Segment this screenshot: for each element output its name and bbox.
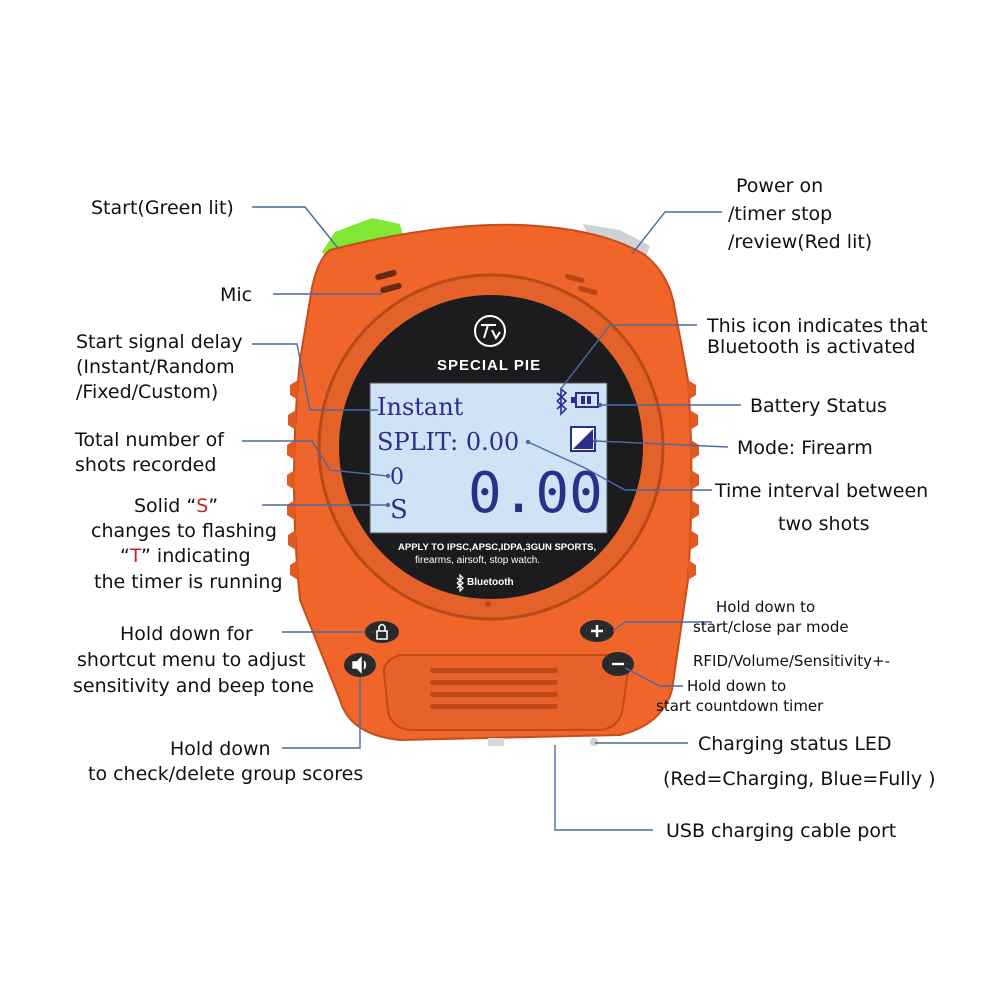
label-par-2: start/close par mode bbox=[693, 618, 849, 636]
label-solid-line-3: “T” indicating bbox=[120, 544, 251, 568]
label-flash-t: T bbox=[129, 545, 142, 567]
label-shots-2: shots recorded bbox=[75, 454, 217, 476]
label-flash-pre: “ bbox=[120, 545, 130, 567]
label-charging-2: (Red=Charging, Blue=Fully ) bbox=[663, 768, 936, 790]
label-interval-1: Time interval between bbox=[715, 480, 929, 502]
label-charging-1: Charging status LED bbox=[698, 733, 892, 755]
label-bluetooth-2: Bluetooth is activated bbox=[707, 336, 916, 358]
lcd-delay-mode: Instant bbox=[377, 393, 464, 421]
charging-led bbox=[590, 738, 598, 746]
label-shortcut-2: shortcut menu to adjust bbox=[77, 649, 306, 671]
lock-icon bbox=[376, 623, 388, 640]
leader-lines bbox=[242, 206, 741, 831]
label-group-2: to check/delete group scores bbox=[88, 763, 364, 785]
label-power-3: /review(Red lit) bbox=[728, 231, 873, 253]
label-countdown-1: Hold down to bbox=[687, 677, 787, 695]
lcd-state-letter: S bbox=[390, 495, 408, 525]
lcd-screen bbox=[369, 382, 608, 534]
bluetooth-badge: Bluetooth bbox=[467, 577, 514, 588]
lcd-main-time: 0.00 bbox=[468, 461, 603, 526]
label-battery: Battery Status bbox=[750, 395, 887, 417]
label-usb: USB charging cable port bbox=[666, 820, 897, 842]
label-mic: Mic bbox=[220, 284, 253, 306]
label-interval-2: two shots bbox=[778, 513, 870, 535]
usb-port bbox=[488, 738, 504, 746]
label-bluetooth-1: This icon indicates that bbox=[707, 315, 928, 337]
label-power-2: /timer stop bbox=[728, 203, 833, 225]
tagline-1: APPLY TO IPSC,APSC,IDPA,3GUN SPORTS, bbox=[398, 542, 597, 553]
brand-logo bbox=[474, 315, 506, 347]
lcd-bluetooth-icon bbox=[556, 387, 568, 416]
label-rfid: RFID/Volume/Sensitivity+- bbox=[693, 652, 890, 670]
plus-icon bbox=[591, 625, 603, 637]
tagline-2: firearms, airsoft, stop watch. bbox=[415, 555, 541, 566]
label-start: Start(Green lit) bbox=[91, 197, 234, 219]
speaker-icon bbox=[352, 656, 367, 674]
label-solid-line-2: changes to flashing bbox=[91, 520, 277, 542]
label-solid-pre: Solid “ bbox=[134, 495, 197, 517]
label-shortcut-3: sensitivity and beep tone bbox=[73, 675, 314, 697]
label-group-1: Hold down bbox=[170, 738, 271, 760]
label-par-1: Hold down to bbox=[716, 598, 816, 616]
label-mode: Mode: Firearm bbox=[737, 437, 873, 459]
label-delay-2: (Instant/Random bbox=[76, 356, 235, 378]
label-shortcut-1: Hold down for bbox=[120, 623, 253, 645]
label-solid-line-1: Solid “S” bbox=[134, 494, 218, 518]
label-solid-post: ” bbox=[208, 495, 219, 517]
label-countdown-2: start countdown timer bbox=[656, 697, 824, 715]
lcd-split: SPLIT: 0.00 bbox=[377, 428, 520, 456]
lcd-shot-count: 0 bbox=[390, 465, 404, 490]
label-shots-1: Total number of bbox=[75, 429, 224, 451]
brand-name: SPECIAL PIE bbox=[437, 357, 542, 374]
label-delay-3: /Fixed/Custom) bbox=[76, 381, 219, 403]
label-solid-line-4: the timer is running bbox=[94, 571, 283, 593]
label-power-1: Power on bbox=[736, 175, 824, 197]
lock-button bbox=[365, 621, 399, 643]
label-delay-1: Start signal delay bbox=[76, 331, 243, 353]
label-flash-post: ” indicating bbox=[141, 545, 251, 567]
label-solid-s: S bbox=[196, 495, 209, 517]
